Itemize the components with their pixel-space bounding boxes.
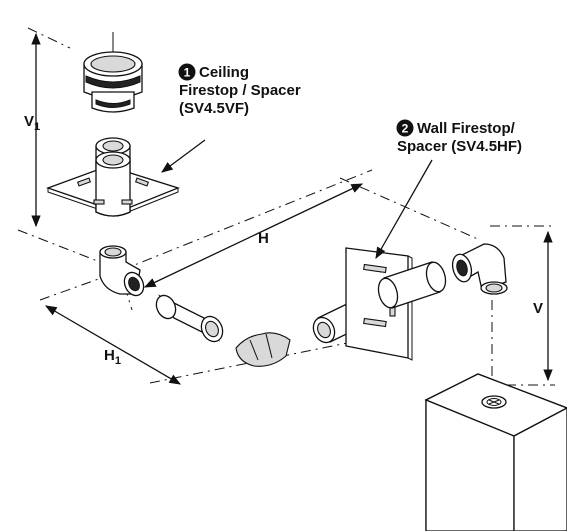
ceiling-firestop-label-line1: Ceiling [199,64,249,81]
right-elbow [451,243,508,295]
leader-lines [161,139,433,260]
dimension-h-label: H [258,230,269,247]
dimension-v1: V1 [24,32,41,228]
wall-pipe [377,261,447,309]
middle-elbow [235,332,291,367]
dimension-v1-label: V1 [24,113,40,133]
callout-marker-2 [396,119,414,137]
callout-marker-2-number: 2 [402,122,409,136]
ceiling-firestop-label-line2: Firestop / Spacer [179,82,301,99]
dimension-v-label: V [533,300,543,317]
horizontal-pipe-1 [155,294,224,343]
wall-firestop-label-line2: Spacer (SV4.5HF) [397,138,522,155]
appliance-box [424,373,567,531]
dimension-h: H [143,183,364,288]
callout-marker-1-number: 1 [184,66,191,80]
ceiling-firestop-label-line3: (SV4.5VF) [179,100,249,117]
callout-marker-1 [178,63,196,81]
vent-cap [83,32,143,113]
dimension-h1-label: H1 [104,347,121,367]
wall-firestop-callout: 2 Wall Firestop/ Spacer (SV4.5HF) [396,119,522,155]
dimension-v: V [533,230,553,382]
dimension-h1: H1 [44,305,182,385]
ceiling-firestop-plate [46,151,180,217]
ceiling-firestop-callout: 1 Ceiling Firestop / Spacer (SV4.5VF) [178,63,301,117]
wall-firestop-label-line1: Wall Firestop/ [417,120,516,137]
left-elbow [99,245,145,297]
